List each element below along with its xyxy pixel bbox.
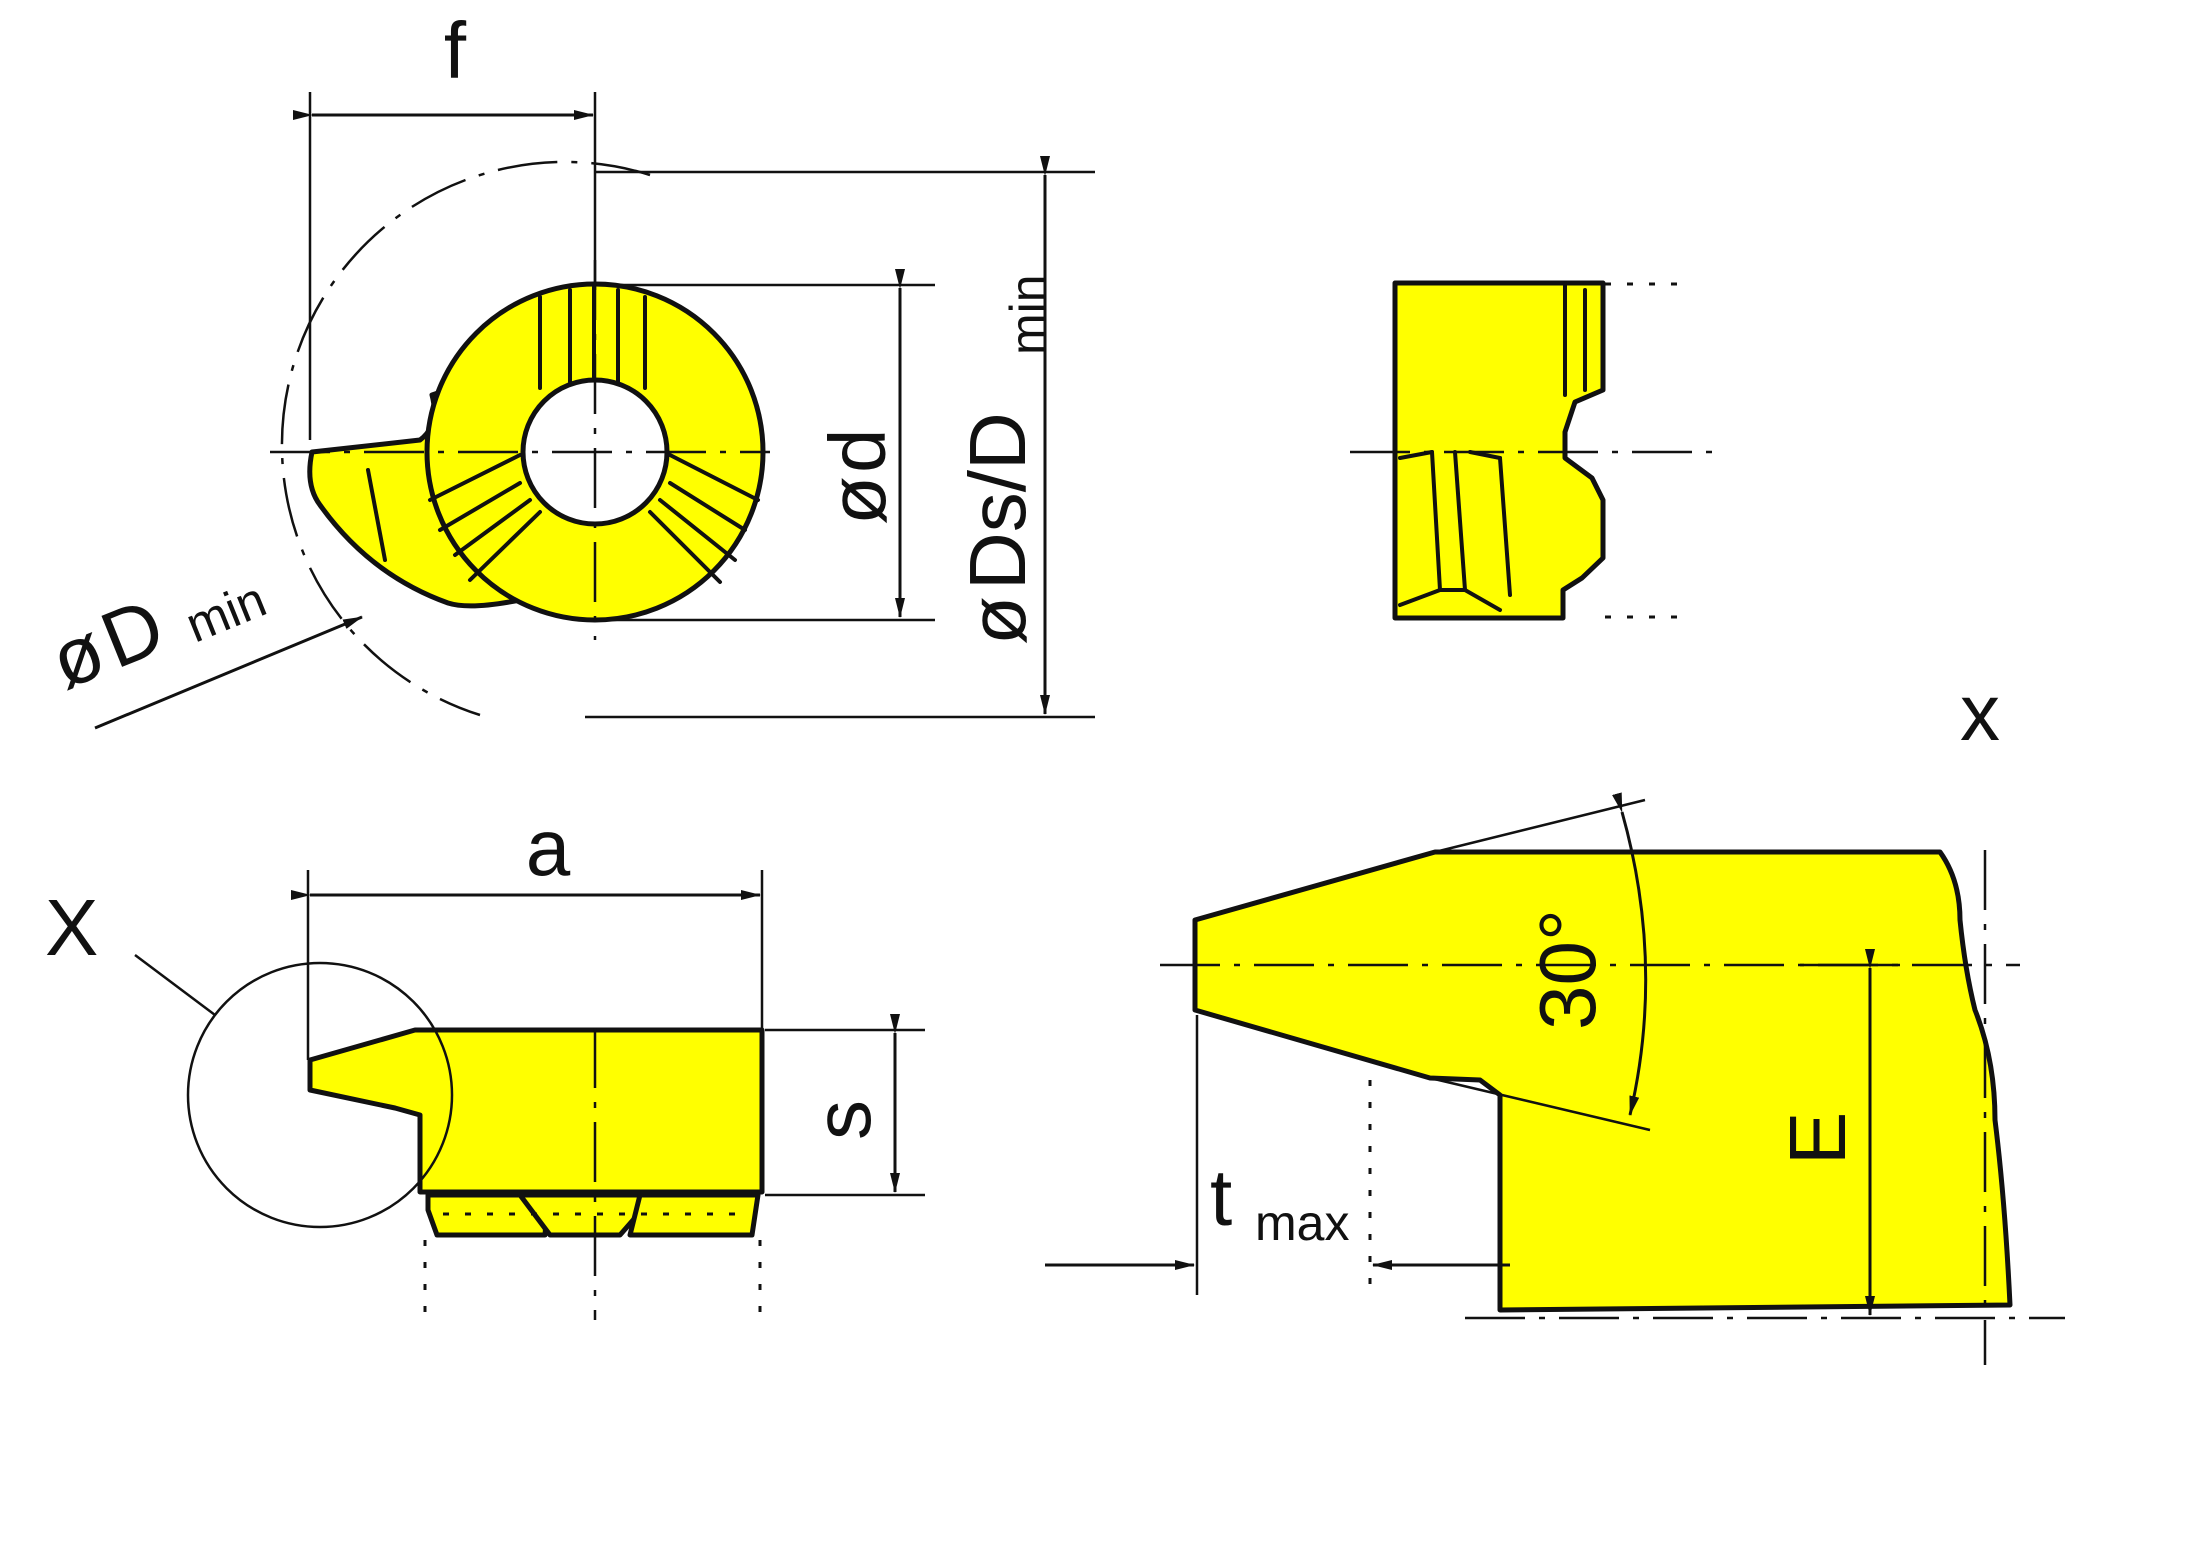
dmin-label-subscript: min — [178, 571, 274, 653]
side-view-body — [1392, 280, 1606, 621]
ds-label-subscript: min — [1000, 274, 1056, 355]
angle-extension-bottom — [1429, 1076, 1651, 1132]
top-view-tooth-right — [627, 1192, 761, 1238]
top-view-tooth-middle — [517, 1192, 658, 1238]
d-label-symbol: ø — [813, 476, 902, 525]
angle-arc — [1612, 792, 1648, 1116]
ds-label: Ds/D — [953, 412, 1042, 590]
insert-grooves — [366, 285, 760, 584]
min-bore-circle — [280, 160, 651, 717]
a-label: a — [526, 803, 571, 892]
angle-extension-top — [1434, 798, 1646, 854]
e-label: E — [1773, 1112, 1862, 1165]
ds-label-symbol: ø — [953, 596, 1042, 645]
detail-x-view: x 30° t max E — [1045, 668, 2065, 1365]
s-label: s — [798, 1100, 887, 1140]
t-label-subscript: max — [1255, 1195, 1349, 1251]
front-view: f ø d ø Ds/D min ø D min — [38, 6, 1095, 730]
angle-label: 30° — [1523, 909, 1612, 1030]
detail-x-leader — [134, 954, 216, 1016]
dmin-label-group: ø D min — [38, 571, 274, 706]
detail-x-callout-label: X — [45, 883, 98, 972]
d-label-group: ø d — [813, 429, 902, 526]
detail-x-body — [1192, 849, 2013, 1313]
f-label: f — [444, 6, 467, 95]
detail-x-circle — [186, 961, 454, 1229]
e-label-group: E — [1773, 1112, 1862, 1165]
d-label: d — [813, 429, 902, 474]
angle-label-group: 30° — [1523, 909, 1612, 1030]
detail-x-title: x — [1960, 668, 2000, 757]
ds-label-group: ø Ds/D min — [953, 274, 1056, 645]
top-view: X a s — [45, 803, 925, 1320]
dmin-leader — [94, 615, 363, 730]
top-view-body — [307, 1027, 765, 1195]
side-view — [1350, 280, 1725, 621]
s-label-group: s — [798, 1100, 887, 1140]
t-label: t — [1210, 1153, 1232, 1242]
